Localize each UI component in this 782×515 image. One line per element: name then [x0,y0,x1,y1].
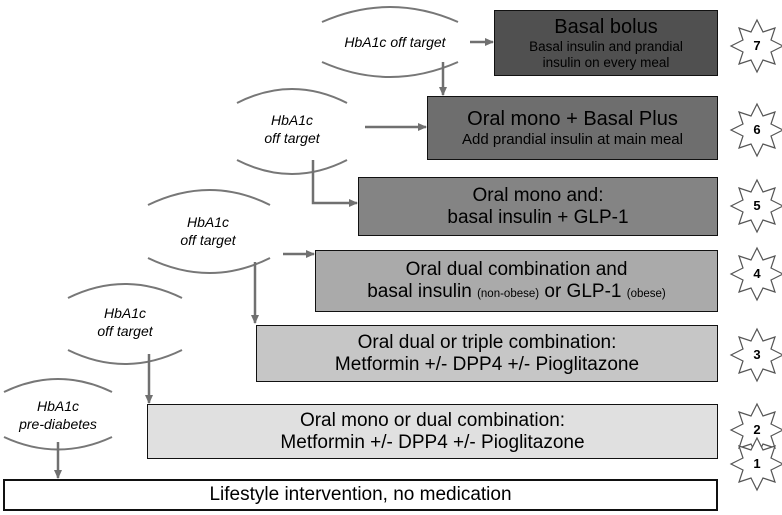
step-7-box: Basal bolus Basal insulin and prandial i… [494,10,718,76]
step-7-line3: insulin on every meal [542,54,670,70]
label-4-line1: HbA1c [186,214,230,230]
label-4-line2: off target [180,231,236,248]
step-2-line1: Oral mono or dual combination: [299,409,566,431]
step-5-line1: Oral mono and: [472,184,604,206]
arc-bottom-3 [67,349,183,365]
arc-top-7 [321,6,459,23]
label-6-line1: HbA1c [270,112,314,128]
step-4-obese: (obese) [626,288,666,300]
step-3-line2: Metformin +/- DPP4 +/- Pioglitazone [334,353,640,375]
arrow-to-step5 [311,160,358,207]
step-number-6: 6 [753,122,761,137]
step-4-box: Oral dual combination and basal insulin … [315,250,718,312]
step-6-title: Oral mono + Basal Plus [467,107,678,130]
step-4-line2: basal insulin (non-obese) or GLP-1 (obes… [367,281,666,303]
arrows [54,38,494,479]
step-number-5: 5 [753,198,761,213]
step-6-line2: Add prandial insulin at main meal [462,130,683,148]
star-badge-5 [729,178,782,234]
step-4-basal-insulin: basal insulin [367,281,478,302]
label-3-line2: off target [97,322,153,339]
step-7-title: Basal bolus [554,15,658,38]
step-2-line2: Metformin +/- DPP4 +/- Pioglitazone [280,431,585,453]
step-6-box: Oral mono + Basal Plus Add prandial insu… [427,96,718,160]
label-7-text: HbA1c off target [344,34,446,50]
step-1-box: Lifestyle intervention, no medication [3,479,718,511]
label-prediabetes: HbA1c pre-diabetes [3,398,113,433]
step-badges [729,18,782,492]
arc-top-3 [67,283,183,299]
step-5-line2: basal insulin + GLP-1 [447,206,629,228]
star-badge-6 [729,102,782,158]
step-1-title: Lifestyle intervention, no medication [209,484,512,506]
arc-bottom-4 [147,257,271,274]
star-badge-3 [729,327,782,383]
step-4-non-obese: (non-obese) [477,288,540,300]
arc-top-2 [3,378,113,393]
label-off-target-6: HbA1c off target [237,112,347,147]
step-2-box: Oral mono or dual combination: Metformin… [147,404,718,459]
label-2-line1: HbA1c [36,398,80,414]
star-badge-7 [729,18,782,74]
step-3-line1: Oral dual or triple combination: [357,331,617,353]
label-off-target-4: HbA1c off target [153,214,263,249]
label-2-line2: pre-diabetes [19,415,97,432]
arc-bottom-7 [321,61,459,78]
label-3-line1: HbA1c [103,305,147,321]
step-7-line2: Basal insulin and prandial [529,38,683,54]
step-4-line1: Oral dual combination and [405,259,628,281]
arc-top-6 [236,88,348,104]
label-off-target-3: HbA1c off target [70,305,180,340]
step-number-2: 2 [753,422,761,437]
step-3-box: Oral dual or triple combination: Metform… [256,325,718,382]
step-4-glp1: or GLP-1 [539,281,627,302]
arc-top-6b [236,159,348,175]
step-number-3: 3 [753,347,761,362]
step-number-1: 1 [753,456,761,471]
arc-top-4 [147,189,271,206]
step-number-7: 7 [753,38,761,53]
step-5-box: Oral mono and: basal insulin + GLP-1 [358,177,718,236]
label-6-line2: off target [264,129,320,146]
star-badge-1 [729,436,782,492]
label-off-target-7: HbA1c off target [325,34,465,52]
star-badge-4 [729,246,782,302]
label-arcs [3,6,459,451]
step-number-4: 4 [753,266,761,281]
